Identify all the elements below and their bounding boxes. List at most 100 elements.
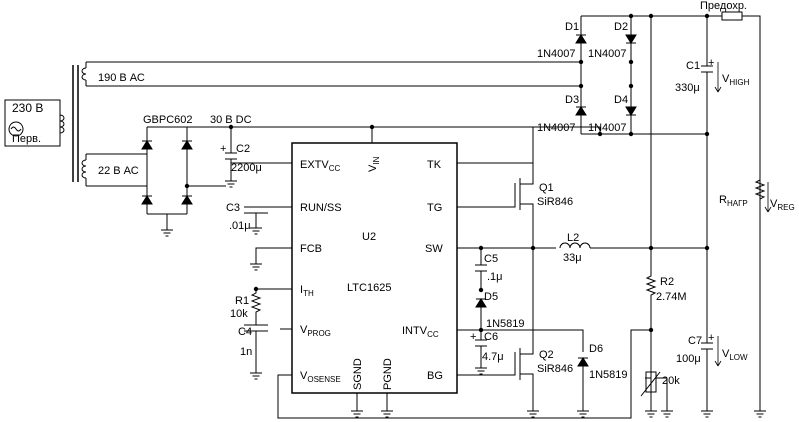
pin-vosense: VOSENSE bbox=[300, 370, 341, 384]
pin-extvcc: EXTVCC bbox=[300, 159, 341, 173]
svg-text:R2: R2 bbox=[660, 276, 674, 288]
bridge-diode bbox=[181, 140, 193, 150]
vreg-label: VREG bbox=[770, 198, 795, 212]
svg-text:10k: 10k bbox=[230, 308, 248, 320]
pin-sgnd: SGND bbox=[352, 358, 364, 390]
intvcc-net: + C6 4.7μ bbox=[457, 327, 584, 375]
rload-label: RНАГР bbox=[719, 194, 748, 208]
bridge-gbpc602: GBPC602 30 В DC bbox=[85, 114, 600, 237]
primary-label: Перв. bbox=[12, 133, 41, 145]
svg-text:1N4007: 1N4007 bbox=[537, 48, 576, 60]
vosense-wire bbox=[277, 329, 651, 419]
wire-190 bbox=[85, 61, 581, 87]
c2-ref: C2 bbox=[236, 143, 250, 155]
bridge-diode bbox=[141, 195, 153, 205]
svg-text:33μ: 33μ bbox=[563, 252, 582, 264]
pin-sw: SW bbox=[425, 243, 443, 255]
svg-text:+: + bbox=[708, 332, 714, 344]
svg-text:+: + bbox=[708, 57, 714, 69]
primary-voltage-label: 230 В bbox=[12, 101, 43, 115]
pin-bg: BG bbox=[427, 370, 443, 382]
svg-text:1N5819: 1N5819 bbox=[486, 318, 525, 330]
pin-vprog: VPROG bbox=[300, 324, 331, 338]
svg-text:C7: C7 bbox=[688, 335, 702, 347]
svg-text:C3: C3 bbox=[226, 202, 240, 214]
primary-source-box bbox=[4, 99, 61, 147]
gnd-pins bbox=[356, 393, 388, 405]
svg-text:1N4007: 1N4007 bbox=[537, 122, 576, 134]
feedback-divider: R2 2.74M 20k + C7 100μ VLOW bbox=[640, 134, 748, 418]
svg-text:Q1: Q1 bbox=[539, 182, 554, 194]
svg-text:.01μ: .01μ bbox=[229, 220, 251, 232]
svg-text:D3: D3 bbox=[565, 94, 579, 106]
ac-source-icon bbox=[8, 121, 24, 137]
transformer: 230 В Перв. 190 В АС 22 В АС bbox=[4, 65, 145, 182]
capacitor-c3: C3 .01μ bbox=[226, 202, 292, 235]
fcb-wire bbox=[255, 247, 292, 258]
bridge-diode bbox=[141, 140, 153, 150]
pin-tk: TK bbox=[427, 159, 442, 171]
r1-c4-network: R1 10k C4 1n bbox=[230, 286, 292, 380]
capacitor-c5-diode-d5: C5 .1μ D5 1N5819 bbox=[475, 248, 525, 330]
svg-text:D2: D2 bbox=[614, 21, 628, 33]
pin-vin: VIN bbox=[367, 156, 381, 172]
ic-ref: U2 bbox=[362, 231, 376, 243]
ic-part: LTC1625 bbox=[347, 282, 391, 294]
fuse-and-rails: Предохр. + C1 330μ VHIGH RНАГР VREG bbox=[648, 0, 795, 418]
mosfet-q1: Q1 SiR846 bbox=[457, 127, 573, 248]
svg-text:+: + bbox=[220, 143, 226, 155]
svg-text:D1: D1 bbox=[565, 21, 579, 33]
wire-22 bbox=[85, 127, 148, 214]
svg-text:.1μ: .1μ bbox=[487, 271, 503, 283]
svg-text:SiR846: SiR846 bbox=[537, 196, 573, 208]
pin-tg: TG bbox=[427, 202, 442, 214]
mosfet-q2: Q2 SiR846 bbox=[457, 248, 573, 418]
ic-ltc1625: U2 LTC1625 EXTVCC RUN/SS FCB ITH VPROG V… bbox=[291, 142, 458, 394]
svg-text:D4: D4 bbox=[614, 94, 628, 106]
svg-text:20k: 20k bbox=[662, 375, 680, 387]
pin-intvcc: INTVCC bbox=[402, 325, 439, 339]
svg-text:R1: R1 bbox=[235, 295, 249, 307]
svg-text:L2: L2 bbox=[567, 232, 579, 244]
bridge-out-label: 30 В DC bbox=[210, 114, 252, 126]
pin-ith: ITH bbox=[300, 284, 314, 298]
sec1-label: 190 В АС bbox=[98, 72, 145, 84]
hv-bridge: D1 D2 1N4007 1N4007 D3 D4 1N4007 1N4007 bbox=[537, 13, 652, 137]
secondary-winding-22 bbox=[81, 159, 87, 179]
sine-icon bbox=[10, 126, 22, 132]
svg-text:330μ: 330μ bbox=[675, 82, 700, 94]
c2-value: 2200μ bbox=[231, 162, 262, 174]
svg-text:+: + bbox=[470, 331, 476, 343]
svg-text:SiR846: SiR846 bbox=[537, 363, 573, 375]
pin-run-ss: RUN/SS bbox=[300, 202, 342, 214]
svg-text:1n: 1n bbox=[240, 346, 252, 358]
primary-winding bbox=[59, 114, 65, 134]
pin-fcb: FCB bbox=[300, 243, 322, 255]
bridge-diode bbox=[181, 195, 193, 205]
svg-text:4.7μ: 4.7μ bbox=[482, 351, 504, 363]
capacitor-c2: + C2 2200μ bbox=[220, 124, 262, 188]
sw-node: L2 33μ bbox=[457, 232, 710, 264]
svg-text:100μ: 100μ bbox=[676, 353, 701, 365]
svg-text:D5: D5 bbox=[484, 291, 498, 303]
svg-text:C1: C1 bbox=[686, 60, 700, 72]
secondary-winding-190 bbox=[81, 67, 87, 81]
ground-icon bbox=[160, 223, 174, 237]
diode-d6: D6 1N5819 bbox=[576, 343, 628, 418]
extv-vin-wires bbox=[231, 127, 373, 164]
svg-text:1N5819: 1N5819 bbox=[589, 369, 628, 381]
svg-text:D6: D6 bbox=[589, 343, 603, 355]
svg-text:C4: C4 bbox=[238, 326, 252, 338]
svg-text:C5: C5 bbox=[484, 253, 498, 265]
bridge-label: GBPC602 bbox=[143, 114, 193, 126]
fuse bbox=[721, 11, 743, 21]
vlow-label: VLOW bbox=[722, 348, 748, 362]
sec2-label: 22 В АС bbox=[98, 165, 139, 177]
vhigh-label: VHIGH bbox=[722, 73, 750, 87]
svg-text:1N4007: 1N4007 bbox=[588, 48, 627, 60]
svg-text:Предохр.: Предохр. bbox=[700, 0, 747, 12]
pin-pgnd: PGND bbox=[382, 358, 394, 390]
svg-text:C6: C6 bbox=[484, 331, 498, 343]
svg-text:1N4007: 1N4007 bbox=[588, 122, 627, 134]
